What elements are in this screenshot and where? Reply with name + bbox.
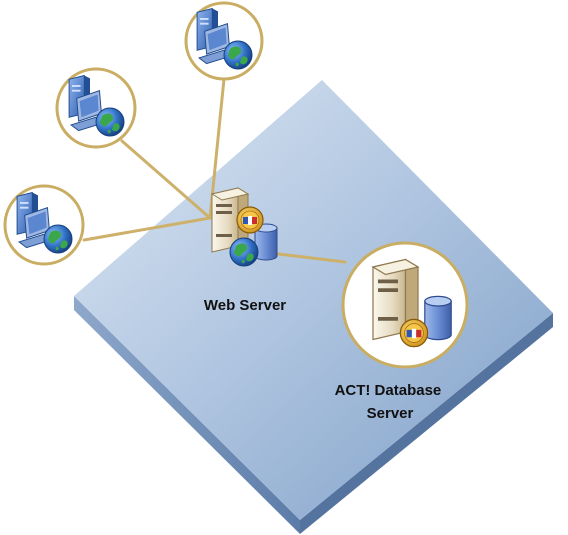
globe-icon [43, 224, 73, 254]
database-server-label-line2: Server [367, 405, 414, 422]
svg-text:ACT! Database Server: ACT! Database Server [335, 382, 446, 422]
platform-top [74, 80, 553, 520]
globe-icon [95, 107, 125, 137]
database-icon [424, 295, 452, 341]
badge-icon [399, 318, 429, 348]
web-server-label: Web Server [204, 297, 286, 314]
connector-client-middle [120, 139, 212, 220]
client-computer-top[interactable] [184, 1, 264, 81]
connector-client-left [82, 216, 212, 242]
client-computer-left[interactable] [3, 184, 85, 266]
web-server-node[interactable]: Web Server [204, 187, 286, 314]
globe-icon [223, 40, 253, 70]
database-server-node[interactable]: ACT! Database Server [335, 241, 469, 422]
client-computer-middle[interactable] [55, 67, 137, 149]
platform-side-left [74, 296, 300, 534]
network-platform [74, 80, 553, 534]
badge-icon [236, 206, 264, 234]
database-server-label-line1: ACT! Database [335, 382, 442, 399]
globe-icon [229, 237, 259, 267]
platform-side-right [300, 313, 553, 534]
